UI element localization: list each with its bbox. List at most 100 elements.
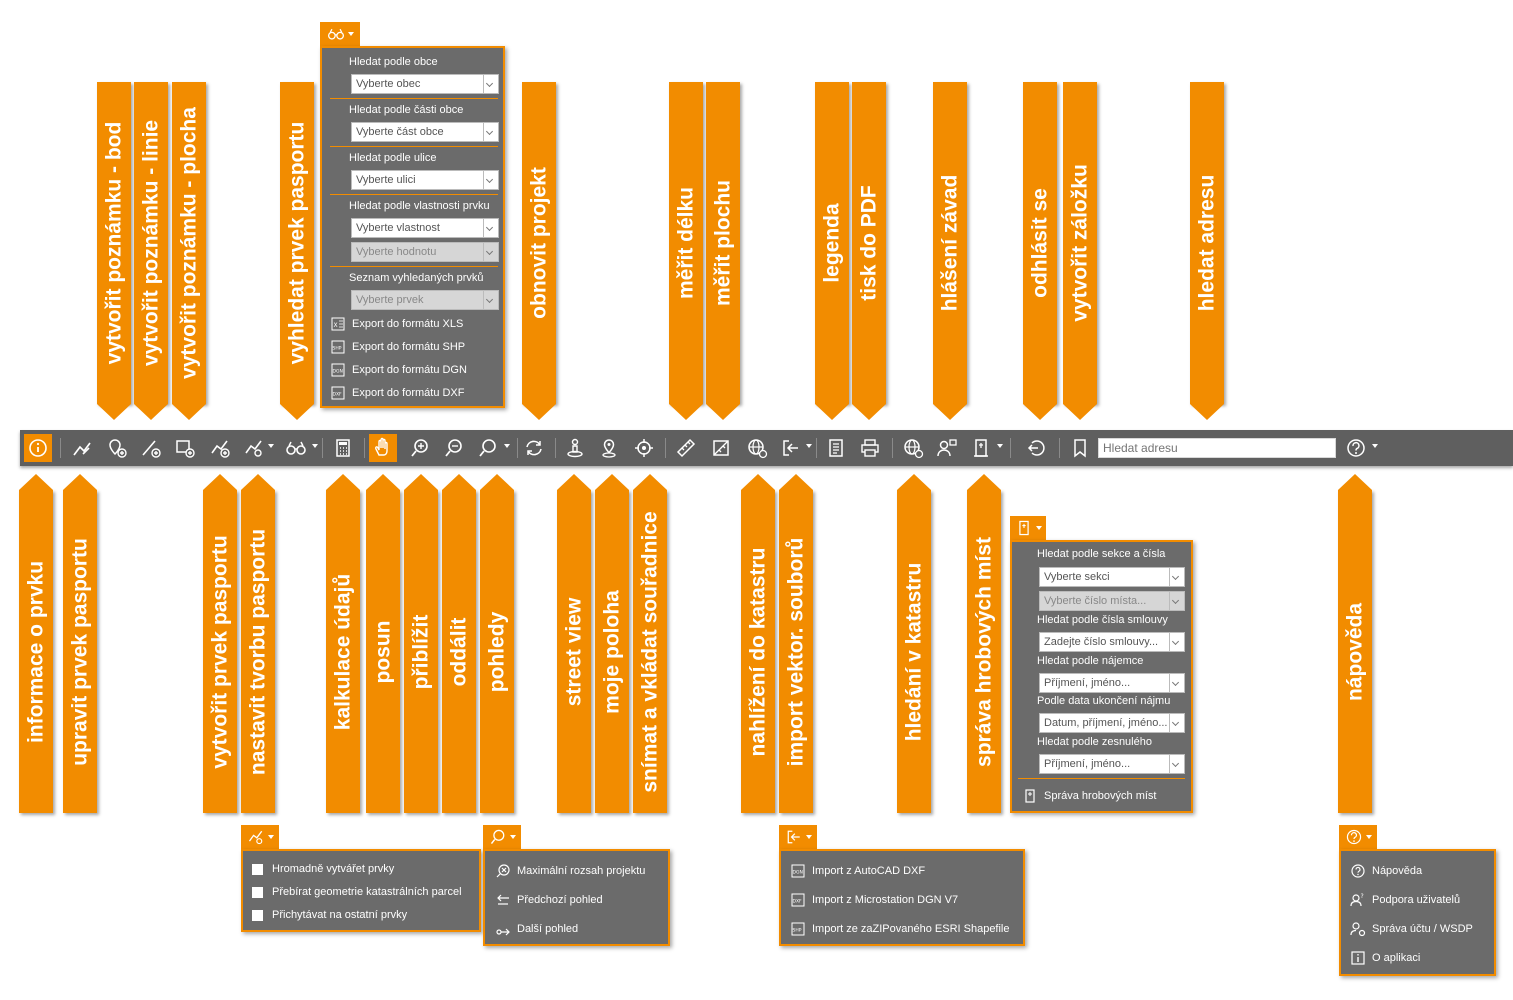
checkbox[interactable]: [252, 909, 263, 921]
my-location-button[interactable]: [595, 434, 623, 462]
deceased-select[interactable]: Příjmení, jméno...: [1039, 754, 1185, 774]
import-button[interactable]: [777, 434, 805, 462]
user-support-item[interactable]: ? Podpora uživatelů: [1350, 892, 1460, 908]
snap-option[interactable]: Přichytávat na ostatní prvky: [252, 909, 407, 921]
street-select[interactable]: Vyberte ulici: [351, 170, 499, 190]
search-panel-tab[interactable]: [320, 22, 360, 46]
contract-select[interactable]: Zadejte číslo smlouvy...: [1039, 632, 1185, 652]
chevron-down-icon[interactable]: [806, 444, 812, 448]
zoom-out-button[interactable]: [440, 434, 468, 462]
street-view-icon: [567, 438, 583, 458]
calculation-button[interactable]: [329, 434, 357, 462]
address-search-input[interactable]: [1098, 438, 1336, 458]
section-select[interactable]: Vyberte sekci: [1039, 567, 1185, 587]
views-panel-tab[interactable]: [483, 825, 521, 849]
property-select[interactable]: Vyberte vlastnost: [351, 218, 499, 238]
edit-passport-button[interactable]: [68, 434, 96, 462]
callout-cadastre-search: hledání v katastru: [897, 474, 931, 813]
note-point-button[interactable]: [103, 434, 131, 462]
svg-text:DGN: DGN: [333, 369, 343, 375]
search-panel: Hledat podle obce Vyberte obec Hledat po…: [320, 46, 505, 408]
account-management-item[interactable]: Správa účtu / WSDP: [1350, 921, 1473, 937]
pan-button[interactable]: [369, 434, 397, 462]
help-button[interactable]: [1342, 434, 1370, 462]
street-view-button[interactable]: [561, 434, 589, 462]
property-select-value: Vyberte vlastnost: [356, 222, 440, 234]
checkbox[interactable]: [252, 863, 263, 875]
help-item[interactable]: Nápověda: [1350, 863, 1422, 879]
district-select[interactable]: Vyberte část obce: [351, 122, 499, 142]
value-select: Vyberte hodnotu: [351, 242, 499, 262]
refresh-project-button[interactable]: [520, 434, 548, 462]
about-item[interactable]: O aplikaci: [1350, 950, 1420, 966]
municipality-select[interactable]: Vyberte obec: [351, 74, 499, 94]
settings-panel-tab[interactable]: [241, 825, 279, 849]
note-line-button[interactable]: [137, 434, 165, 462]
cadastre-search-button[interactable]: [899, 434, 927, 462]
chevron-down-icon: [1035, 526, 1042, 530]
chevron-down-icon[interactable]: [997, 444, 1003, 448]
grave-management-item[interactable]: Správa hrobových míst: [1022, 788, 1157, 804]
previous-view-label: Předchozí pohled: [517, 894, 603, 906]
tenant-select-value: Příjmení, jméno...: [1044, 677, 1131, 689]
max-extent-item[interactable]: Maximální rozsah projektu: [495, 863, 645, 879]
search-element-button[interactable]: [282, 434, 310, 462]
user-support-icon: ?: [1350, 893, 1364, 907]
svg-text:DXF: DXF: [793, 899, 803, 905]
toolbar-separator: [60, 438, 61, 458]
views-button[interactable]: [474, 434, 502, 462]
capture-coordinates-button[interactable]: [630, 434, 658, 462]
chevron-down-icon[interactable]: [504, 444, 510, 448]
callout-create-note-area: vytvořit poznámku - plocha: [172, 82, 206, 420]
chevron-down-icon[interactable]: [1372, 444, 1378, 448]
cadastre-view-button[interactable]: [743, 434, 771, 462]
measure-length-button[interactable]: [672, 434, 700, 462]
info-button[interactable]: [24, 434, 52, 462]
legend-button[interactable]: [822, 434, 850, 462]
previous-view-item[interactable]: Předchozí pohled: [495, 892, 603, 908]
user-support-label: Podpora uživatelů: [1372, 894, 1461, 906]
lease-end-select[interactable]: Datum, příjmení, jméno...: [1039, 713, 1185, 733]
about-icon: [1351, 951, 1365, 965]
graves-panel-tab[interactable]: [1010, 516, 1046, 540]
chevron-down-icon[interactable]: [312, 444, 318, 448]
refresh-icon: [526, 440, 542, 456]
magnifier-icon: [490, 829, 504, 845]
grave-management-button[interactable]: [967, 434, 995, 462]
help-panel-tab[interactable]: [1339, 825, 1377, 849]
chevron-down-icon: [1169, 592, 1184, 610]
note-area-button[interactable]: [171, 434, 199, 462]
tenant-select[interactable]: Příjmení, jméno...: [1039, 673, 1185, 693]
graves-panel: Hledat podle sekce a čísla Vyberte sekci…: [1010, 540, 1193, 813]
import-panel-tab[interactable]: [779, 825, 817, 849]
callout-street-view: street view: [557, 474, 591, 813]
callout-find-passport-element: vyhledat prvek pasportu: [280, 82, 314, 420]
search-by-street-label: Hledat podle ulice: [349, 152, 437, 164]
print-pdf-button[interactable]: [856, 434, 884, 462]
checkbox[interactable]: [252, 886, 263, 898]
create-passport-button[interactable]: [206, 434, 234, 462]
bulk-create-option[interactable]: Hromadně vytvářet prvky: [252, 863, 394, 875]
bookmark-button[interactable]: [1066, 434, 1094, 462]
next-view-icon: [496, 928, 510, 936]
zoom-in-button[interactable]: [406, 434, 434, 462]
passport-settings-button[interactable]: [240, 434, 268, 462]
chevron-down-icon[interactable]: [268, 444, 274, 448]
svg-text:X: X: [334, 322, 338, 329]
logout-button[interactable]: [1023, 434, 1051, 462]
crosshair-icon: [635, 439, 653, 457]
defect-report-button[interactable]: [933, 434, 961, 462]
take-parcel-geometry-option[interactable]: Přebírat geometrie katastrálních parcel: [252, 886, 462, 898]
ruler-icon: [676, 438, 696, 458]
next-view-item[interactable]: Další pohled: [495, 921, 578, 937]
chevron-down-icon: [1365, 835, 1372, 839]
measure-area-button[interactable]: [707, 434, 735, 462]
